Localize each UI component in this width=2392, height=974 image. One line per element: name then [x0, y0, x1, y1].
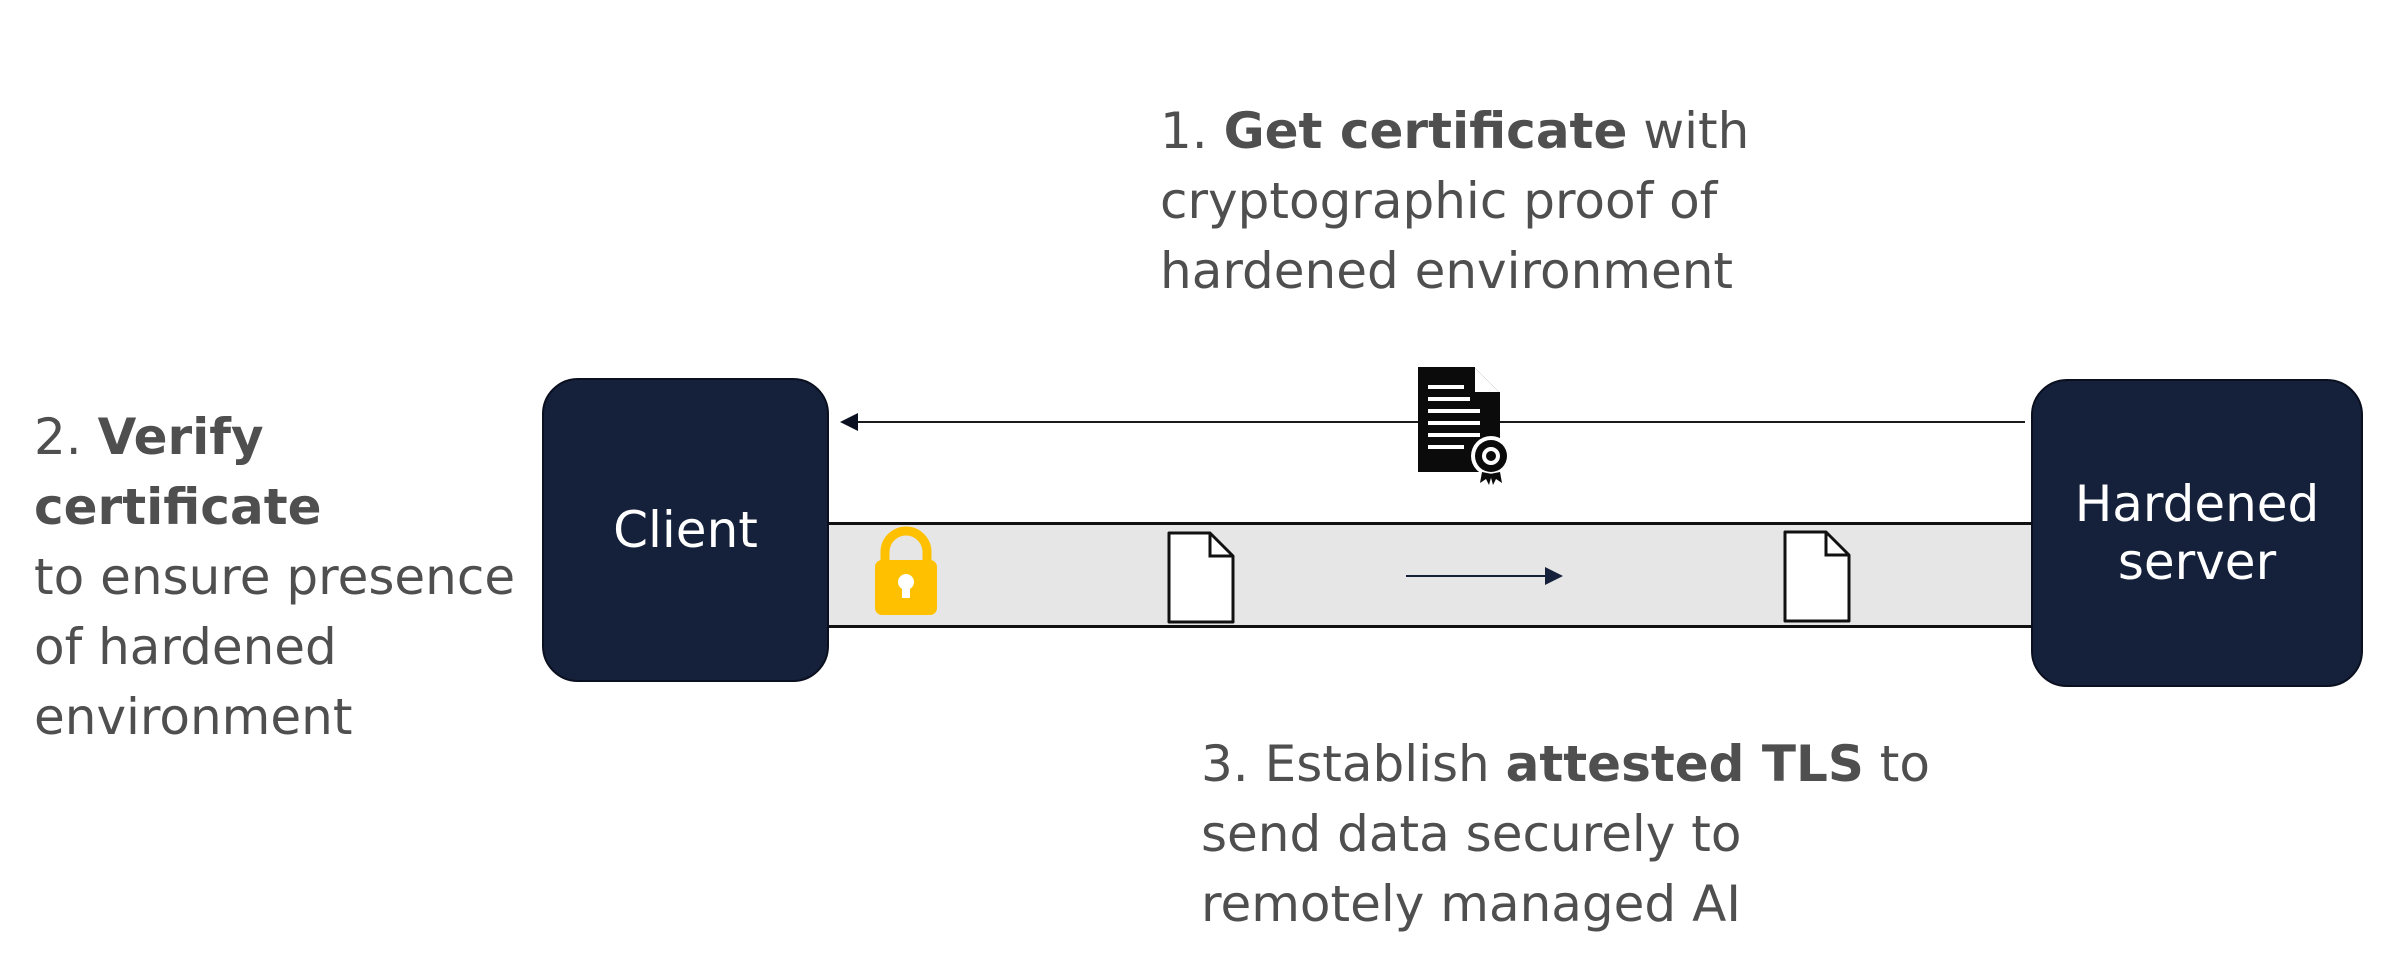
- step-3-number: 3. Establish: [1201, 735, 1506, 793]
- step-1-number: 1.: [1160, 102, 1224, 160]
- step-1-emphasis: Get certificate: [1223, 102, 1628, 160]
- step-2-line-4: of hardened: [34, 618, 337, 676]
- step-1-text: with: [1627, 102, 1750, 160]
- step-2-emphasis: Verify: [97, 408, 264, 466]
- server-label-line-2: server: [2117, 533, 2277, 591]
- step-3-line-2: send data securely to: [1201, 805, 1742, 863]
- step-3-line-3: remotely managed AI: [1201, 875, 1742, 933]
- client-label: Client: [613, 501, 758, 559]
- step-1-label: 1. Get certificate with cryptographic pr…: [1160, 96, 1749, 306]
- step-2-label: 2. Verify certificate to ensure presence…: [34, 402, 515, 752]
- step-2-number: 2.: [34, 408, 98, 466]
- step-3-emphasis: attested TLS: [1505, 735, 1864, 793]
- hardened-server-node: Hardened server: [2031, 379, 2363, 687]
- document-icon: [1783, 530, 1851, 623]
- data-arrow: [1406, 567, 1563, 585]
- step-2-line-3: to ensure presence: [34, 548, 516, 606]
- certificate-icon: [1418, 367, 1511, 485]
- lock-icon: [875, 526, 937, 615]
- step-3-text: to: [1863, 735, 1930, 793]
- step-3-label: 3. Establish attested TLS to send data s…: [1201, 729, 1930, 939]
- document-icon: [1167, 531, 1235, 624]
- server-label-line-1: Hardened: [2074, 475, 2320, 533]
- step-2-emphasis-2: certificate: [34, 478, 322, 536]
- step-1-line-3: hardened environment: [1160, 242, 1734, 300]
- step-2-line-5: environment: [34, 688, 353, 746]
- step-1-line-2: cryptographic proof of: [1160, 172, 1718, 230]
- client-node: Client: [542, 378, 829, 682]
